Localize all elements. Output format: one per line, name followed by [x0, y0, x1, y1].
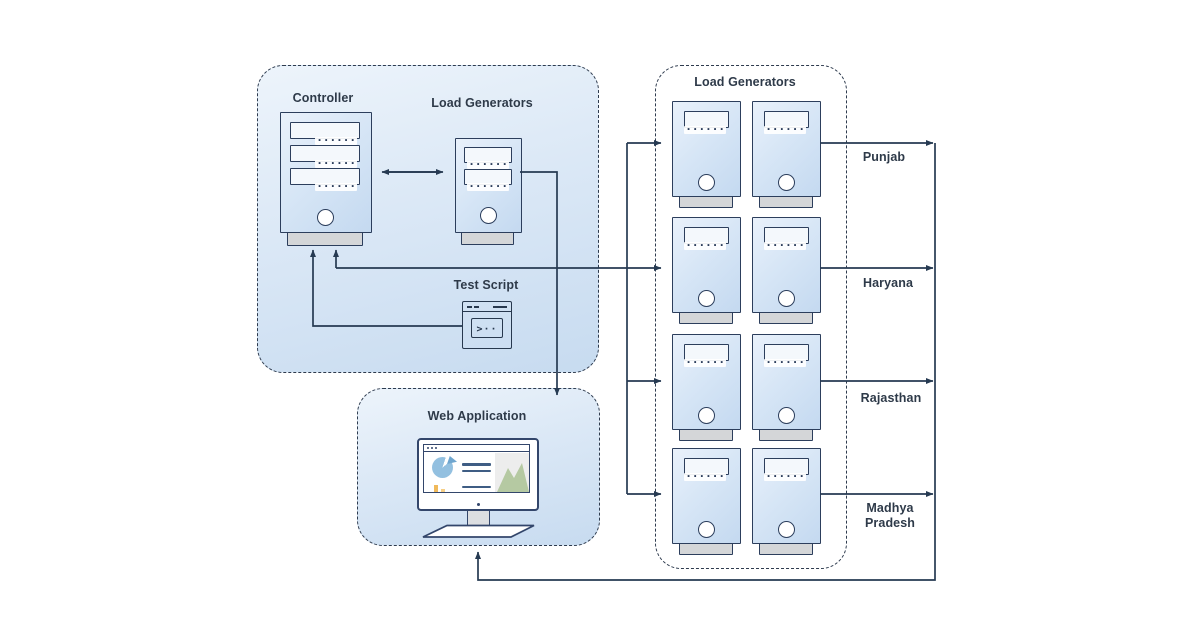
server-power-button — [317, 209, 334, 226]
remote-server-tower — [752, 217, 821, 324]
server-slot — [684, 344, 729, 367]
controller-server-icon — [280, 112, 372, 246]
remote-server-tower — [672, 448, 741, 555]
server-base — [461, 232, 514, 245]
server-power-button — [778, 290, 795, 307]
server-base — [679, 312, 733, 324]
server-power-button — [778, 174, 795, 191]
server-slot — [684, 227, 729, 250]
server-power-button — [698, 521, 715, 538]
server-slot — [684, 458, 729, 481]
monitor-camera-dot — [476, 503, 480, 506]
server-power-button — [480, 207, 497, 224]
server-slot — [764, 227, 809, 250]
dashboard-screen — [423, 444, 530, 493]
monitor-stand-base — [422, 524, 535, 538]
text-lines-icon — [462, 482, 491, 492]
web-dashboard-monitor-icon — [417, 438, 539, 511]
text-lines-icon — [462, 459, 491, 476]
server-power-button — [778, 521, 795, 538]
test-script-label: Test Script — [453, 278, 519, 292]
server-slot — [290, 168, 360, 191]
server-power-button — [778, 407, 795, 424]
server-slot — [764, 344, 809, 367]
server-base — [679, 543, 733, 555]
server-base — [679, 429, 733, 441]
pie-chart-icon — [432, 456, 457, 478]
bar-chart-icon — [432, 483, 453, 492]
terminal-titlebar — [463, 302, 511, 312]
remote-server-tower — [672, 217, 741, 324]
browser-dots-icon — [427, 447, 429, 449]
server-power-button — [698, 174, 715, 191]
server-base — [679, 196, 733, 208]
web-application-label: Web Application — [427, 409, 527, 423]
remote-server-tower — [752, 448, 821, 555]
server-slot — [464, 169, 512, 191]
server-slot — [290, 145, 360, 168]
region-label-haryana: Haryana — [862, 276, 914, 290]
remote-server-tower — [672, 101, 741, 208]
region-label-madhya-pradesh: Madhya Pradesh — [864, 501, 916, 530]
test-script-terminal-icon: >·· — [462, 301, 512, 349]
region-label-rajasthan: Rajasthan — [860, 391, 922, 405]
browser-titlebar — [424, 445, 529, 452]
server-power-button — [698, 290, 715, 307]
server-base — [287, 232, 363, 246]
terminal-prompt-icon: >·· — [471, 317, 503, 338]
region-label-punjab: Punjab — [862, 150, 906, 164]
server-slot — [764, 111, 809, 134]
server-slot — [464, 147, 512, 169]
remote-server-tower — [752, 334, 821, 441]
controller-label: Controller — [292, 91, 354, 105]
server-slot — [290, 122, 360, 145]
server-base — [759, 196, 813, 208]
remote-server-tower — [672, 334, 741, 441]
server-slot — [764, 458, 809, 481]
area-chart-icon — [495, 453, 529, 492]
server-base — [759, 312, 813, 324]
remote-load-generators-title: Load Generators — [694, 75, 796, 89]
server-base — [759, 429, 813, 441]
server-power-button — [698, 407, 715, 424]
server-base — [759, 543, 813, 555]
local-load-generators-label: Load Generators — [431, 96, 533, 110]
remote-server-tower — [752, 101, 821, 208]
server-slot — [684, 111, 729, 134]
local-load-generator-server-icon — [455, 138, 522, 245]
